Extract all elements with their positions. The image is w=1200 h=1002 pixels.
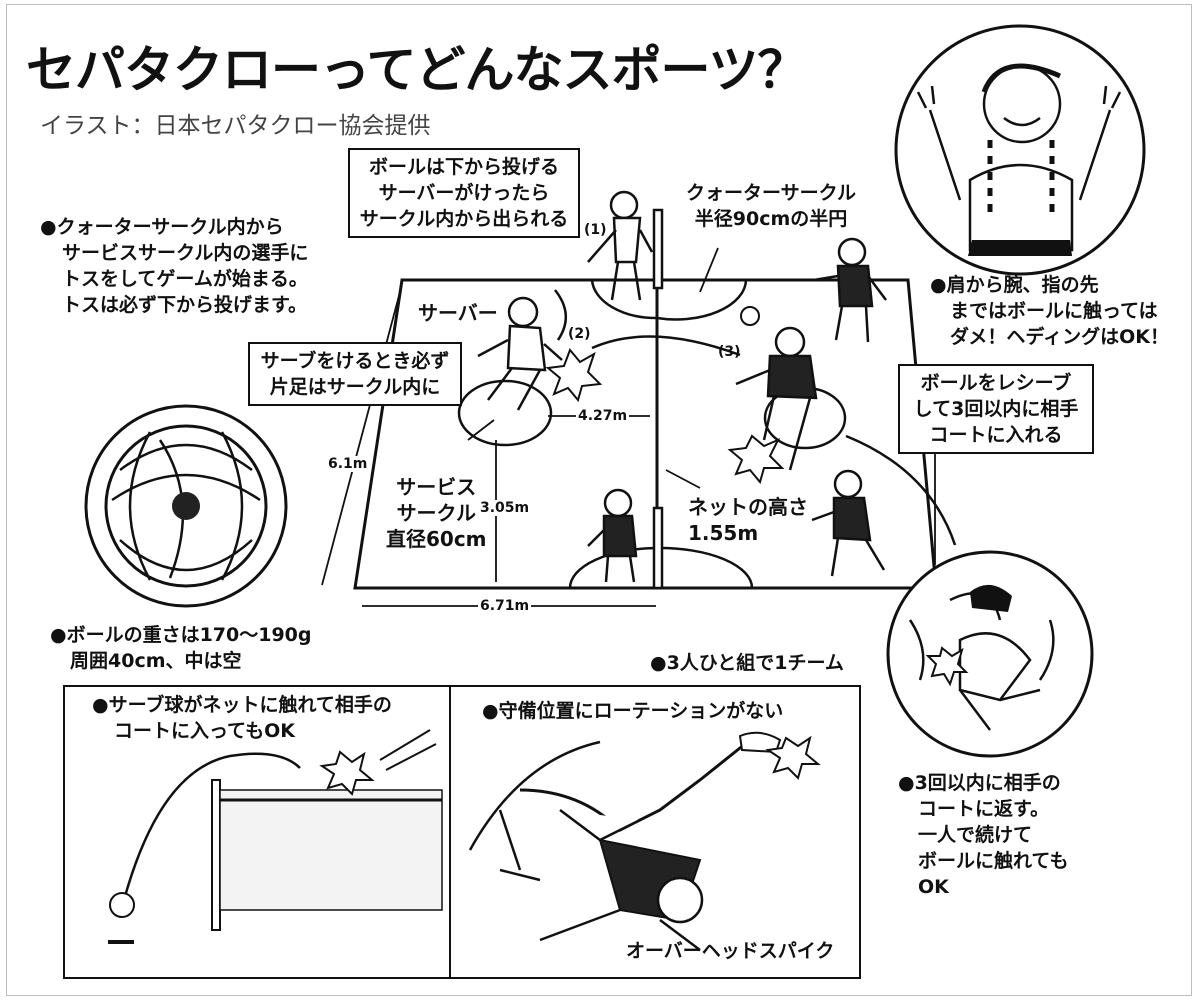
service-circle-line: サービス (396, 475, 477, 499)
quarter-circle-bottom-left (568, 546, 658, 589)
three-touch-line: 一人で続けて (918, 824, 1033, 846)
step-number-3: (3) (718, 344, 741, 360)
serve-rule-line: 片足はサークル内に (269, 376, 441, 398)
kick-burst-icon (545, 348, 603, 403)
shoulder-rule-line: ダメ！ヘディングはOK！ (950, 326, 1169, 348)
quarter-circle-top-right (656, 279, 748, 321)
net-post-bottom (652, 506, 664, 590)
shoulder-rule-illustration (894, 24, 1146, 276)
court-length-label: 6.71m (478, 598, 532, 614)
net-post-top (652, 208, 664, 290)
net-height-pointer (665, 469, 701, 489)
three-touch-line: ●3回以内に相手の (898, 772, 1061, 794)
shoulder-rule-line: ●肩から腕、指の先 (930, 274, 1099, 296)
three-touch-line: OK (918, 876, 949, 898)
service-circle-label: サービス サークル 直径60cm (386, 474, 487, 552)
width-dimension-arrow (321, 291, 401, 586)
quarter-circle-line: 半径90cmの半円 (694, 208, 848, 230)
serve-rule-line: サーブをけるとき必ず (260, 350, 450, 372)
quarter-circle-bottom-right (656, 546, 754, 589)
receive-rule-line: して3回以内に相手 (913, 398, 1079, 420)
net-touch-panel-caption: ●サーブ球がネットに触れて相手の コートに入ってもOK (92, 692, 392, 744)
server-label: サーバー (418, 301, 498, 325)
receive-burst-icon (727, 434, 785, 485)
flight-arc-1 (554, 289, 567, 341)
page-title: セパタクローってどんなスポーツ？ (26, 41, 807, 99)
rotation-panel-caption: ●守備位置にローテーションがない (482, 700, 784, 722)
net-height-line: ネットの高さ (688, 495, 808, 519)
toss-note-line: トスをしてゲームが始まる。 (62, 268, 308, 290)
three-touch-line: コートに返す。 (918, 798, 1050, 820)
player-figures (477, 190, 887, 583)
service-circle-pointer (467, 419, 495, 441)
throw-rule-line: ボールは下から投げる (368, 156, 559, 178)
net-height-value: 1.55m (688, 521, 759, 545)
shoulder-rule-note: ●肩から腕、指の先 まではボールに触っては ダメ！ヘディングはOK！ (930, 272, 1169, 350)
toss-note-line: ●クォーターサークル内から (40, 216, 284, 238)
illustration-credit: イラスト：日本セパタクロー協会提供 (40, 113, 431, 139)
court-ball (740, 306, 760, 326)
team-note: ●3人ひと組で1チーム (650, 652, 844, 674)
toss-note-line: サービスサークル内の選手に (62, 242, 309, 264)
service-distance-label: 4.27m (576, 408, 630, 424)
quarter-circle-label: クォーターサークル 半径90cmの半円 (686, 180, 856, 232)
page-frame (6, 4, 1192, 996)
ball-spec-line: 周囲40cm、中は空 (70, 650, 242, 672)
toss-note: ●クォーターサークル内から サービスサークル内の選手に トスをしてゲームが始まる… (40, 214, 308, 318)
ball-spec-line: ●ボールの重さは170〜190g (50, 624, 312, 646)
quarter-circle-top-left (590, 279, 658, 320)
step-number-2: (2) (568, 326, 591, 342)
throw-rule-line: サークル内から出られる (359, 208, 569, 230)
receive-rule-line: コートに入れる (929, 424, 1063, 446)
throw-rule-box: ボールは下から投げる サーバーがけったら サークル内から出られる (348, 148, 580, 238)
service-circle-line: サークル (396, 501, 476, 525)
receive-rule-box: ボールをレシーブ して3回以内に相手 コートに入れる (898, 364, 1094, 454)
panels-frame (63, 685, 861, 979)
throw-rule-line: サーバーがけったら (378, 182, 550, 204)
step-number-1: (1) (584, 222, 607, 238)
overhead-spike-illustration (468, 731, 821, 951)
toss-note-line: トスは必ず下から投げます。 (62, 294, 308, 316)
three-touch-illustration (886, 550, 1094, 758)
overhead-spike-label: オーバーヘッドスパイク (626, 940, 835, 962)
net-height-label: ネットの高さ 1.55m (688, 494, 808, 546)
net-serve-illustration (108, 729, 443, 944)
service-circle-left (457, 379, 553, 447)
callout-pointer-right (845, 434, 957, 546)
service-circle-line: 直径60cm (386, 527, 487, 551)
receive-rule-line: ボールをレシーブ (920, 372, 1072, 394)
shoulder-rule-line: まではボールに触っては (950, 300, 1158, 322)
takraw-ball (84, 404, 288, 608)
net-touch-caption-line: ●サーブ球がネットに触れて相手の (92, 694, 392, 716)
court-width-label: 6.1m (326, 456, 370, 472)
flight-arc-2 (591, 335, 741, 357)
half-width-label: 3.05m (478, 500, 532, 516)
quarter-circle-pointer (699, 247, 719, 293)
quarter-circle-line: クォーターサークル (686, 182, 857, 204)
three-touch-note: ●3回以内に相手の コートに返す。 一人で続けて ボールに触れても OK (898, 770, 1068, 900)
serve-rule-box: サーブをけるとき必ず 片足はサークル内に (248, 342, 462, 406)
net-touch-caption-line: コートに入ってもOK (114, 720, 295, 742)
ball-spec-note: ●ボールの重さは170〜190g 周囲40cm、中は空 (50, 622, 312, 674)
three-touch-line: ボールに触れても (918, 850, 1069, 872)
